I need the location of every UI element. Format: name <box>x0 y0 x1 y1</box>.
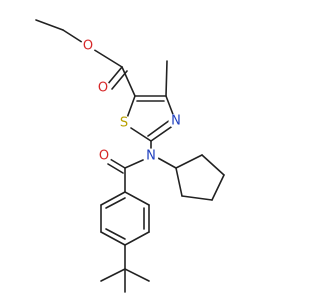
bond-benzene-6-1 <box>100 191 126 206</box>
bond-n3-c2-double-2 <box>147 119 171 137</box>
bond-tbu-methyl-left <box>100 268 126 282</box>
bond-cp-3-4 <box>211 174 225 201</box>
bond-tbu-methyl-right <box>124 268 150 282</box>
atom-label-sulfur: S <box>120 116 128 131</box>
bond-c4-methyl <box>165 60 168 97</box>
bond-n-cyclopentyl <box>157 157 177 169</box>
bond-benzene-1-2 <box>124 191 150 206</box>
atom-ring-nitrogen: N <box>168 113 184 129</box>
atom-label-o-ether: O <box>83 39 93 54</box>
bond-benzene-4-5 <box>100 231 126 246</box>
bond-cp-4-5 <box>181 195 213 201</box>
molecule-diagram: O O S N O N <box>35 19 225 293</box>
bond-c4-n3 <box>165 95 175 118</box>
bond-cp-2-3 <box>201 154 225 176</box>
atom-ester-o-ether: O <box>80 38 96 54</box>
bond-n3-c2-double-1 <box>150 124 175 142</box>
atom-label-amide-nitrogen: N <box>146 149 156 164</box>
bond-c2-s1 <box>130 127 152 142</box>
bond-ethyl-ch3-ch2 <box>35 19 64 31</box>
bond-amide-c-o-double-1 <box>109 158 126 169</box>
bond-n-carbonyl-c <box>124 159 144 169</box>
atom-amide-nitrogen: N <box>143 148 159 164</box>
bond-ester-c-o-double-1 <box>106 66 123 86</box>
atom-label-o-carbonyl: O <box>98 81 108 96</box>
atom-label-ring-nitrogen: N <box>171 114 181 129</box>
bond-benzene-3-4 <box>124 231 150 246</box>
atom-label-layer: O O S N O N <box>80 38 184 164</box>
bond-cp-1-2 <box>175 154 203 169</box>
atom-amide-oxygen: O <box>96 148 112 164</box>
atom-ester-o-carbonyl: O <box>95 80 111 96</box>
structure-svg: O O S N O N <box>35 19 225 293</box>
atom-ring-sulfur: S <box>116 115 132 131</box>
bond-ester-c-ring-c5 <box>121 66 136 97</box>
bond-amide-c-o-double-2 <box>107 163 124 174</box>
atom-label-amide-oxygen: O <box>99 149 109 164</box>
bond-benzene-4-5-inner <box>105 228 126 240</box>
bond-cp-5-1 <box>175 167 183 197</box>
bond-benzene-6-1-inner <box>105 197 126 209</box>
bond-s1-c5 <box>126 95 136 119</box>
bond-layer <box>35 19 225 293</box>
